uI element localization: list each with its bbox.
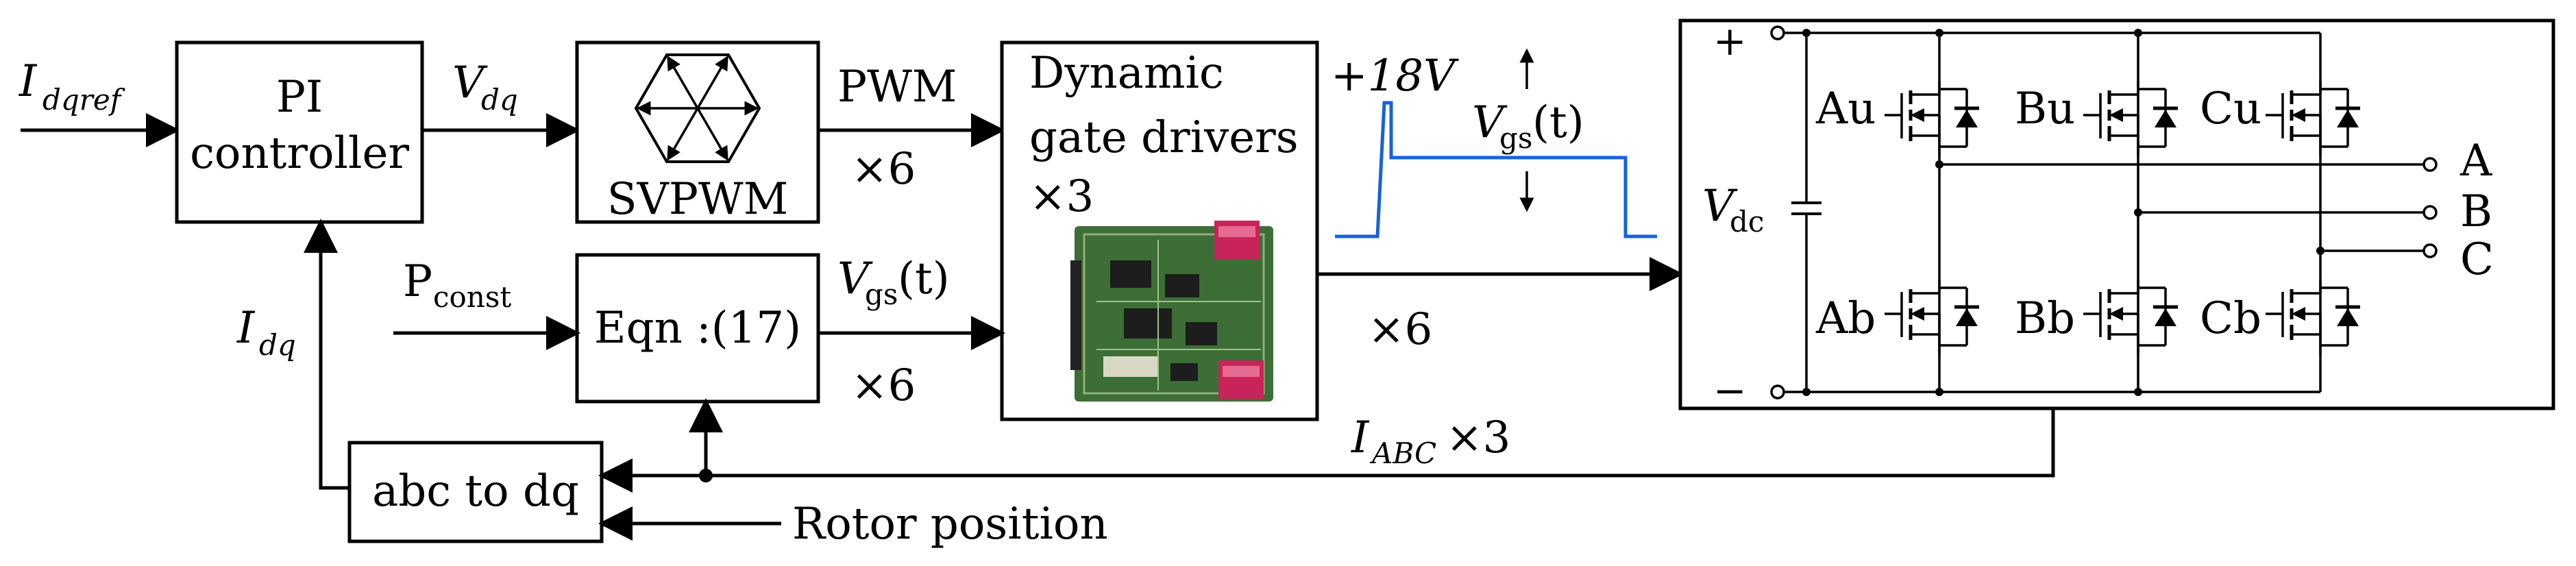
phase-a-label: A (2460, 136, 2492, 186)
eqn-block (575, 253, 820, 404)
idq-feedback-arrow (304, 219, 349, 490)
gate-signal-multiplier: ×6 (1368, 304, 1432, 355)
gate-driver-pcb-icon (1070, 221, 1273, 402)
pi-controller-block (175, 40, 424, 224)
pconst-label: P const (403, 256, 511, 314)
svg-text:(t): (t) (898, 254, 950, 304)
plus18v-label: +18V (1331, 51, 1459, 101)
svg-text:×3: ×3 (1446, 413, 1510, 463)
dc-plus-label: + (1713, 18, 1747, 64)
inverter-block (1678, 19, 2555, 410)
iabc-label: I ABC ×3 (1351, 413, 1510, 470)
driver-label-line2: gate drivers (1029, 112, 1299, 163)
svg-text:I: I (236, 303, 256, 354)
abc-dq-block (347, 441, 604, 543)
phase-c-label: C (2460, 234, 2494, 285)
pi-label-line2: controller (190, 128, 409, 179)
pulse-vgs-label: V gs (t) (1472, 97, 1584, 155)
dc-minus-label: − (1713, 367, 1747, 414)
pi-label-line1: PI (276, 72, 323, 123)
idq-label: I dq (236, 303, 296, 362)
driver-label-line1: Dynamic (1029, 48, 1224, 99)
iabc-feedback-arrow (598, 408, 2055, 493)
vgs-pulse-waveform (1335, 101, 1657, 238)
phase-outputs (1939, 157, 2438, 258)
svg-text:dqref: dqref (42, 83, 125, 116)
switch-au-label: Au (1815, 84, 1876, 134)
svg-text:I: I (19, 56, 38, 107)
svg-text:ABC: ABC (1369, 436, 1436, 470)
eqn-label: Eqn :(17) (594, 303, 801, 354)
leg-a (1885, 29, 1979, 396)
svpwm-block (575, 40, 820, 224)
svg-text:dq: dq (481, 83, 518, 116)
svg-text:gs: gs (1499, 121, 1532, 155)
phase-b-label: B (2460, 186, 2492, 237)
svpwm-label: SVPWM (607, 174, 788, 225)
switch-bu-label: Bu (2015, 84, 2075, 134)
svg-text:I: I (1351, 413, 1370, 463)
switch-ab-label: Ab (1815, 293, 1876, 344)
switch-bb-label: Bb (2015, 293, 2075, 344)
svg-text:dc: dc (1730, 205, 1764, 238)
driver-label-line3: ×3 (1029, 171, 1094, 222)
svg-text:V: V (837, 254, 873, 304)
svg-text:(t): (t) (1532, 97, 1584, 148)
pwm-multiplier: ×6 (851, 144, 916, 195)
switch-cu-label: Cu (2200, 84, 2261, 134)
abc-dq-label: abc to dq (372, 466, 579, 517)
svg-text:V: V (452, 58, 488, 108)
svg-text:V: V (1702, 181, 1738, 232)
switch-cb-label: Cb (2200, 293, 2261, 344)
svg-text:dq: dq (259, 328, 296, 362)
vgs-label: V gs (t) (837, 254, 950, 311)
vdq-label: V dq (452, 58, 518, 116)
idqref-label: I dqref (19, 56, 125, 116)
vgs-multiplier: ×6 (851, 360, 916, 411)
svg-text:V: V (1472, 97, 1508, 148)
svg-text:P: P (403, 256, 432, 307)
svg-text:const: const (433, 280, 511, 314)
hexagon-vector-star-icon (634, 53, 761, 163)
pwm-label: PWM (837, 62, 957, 112)
vdc-label: V dc (1702, 181, 1764, 238)
rotor-position-label: Rotor position (792, 499, 1108, 550)
svg-text:gs: gs (865, 278, 898, 311)
dc-bus (1770, 25, 2320, 399)
